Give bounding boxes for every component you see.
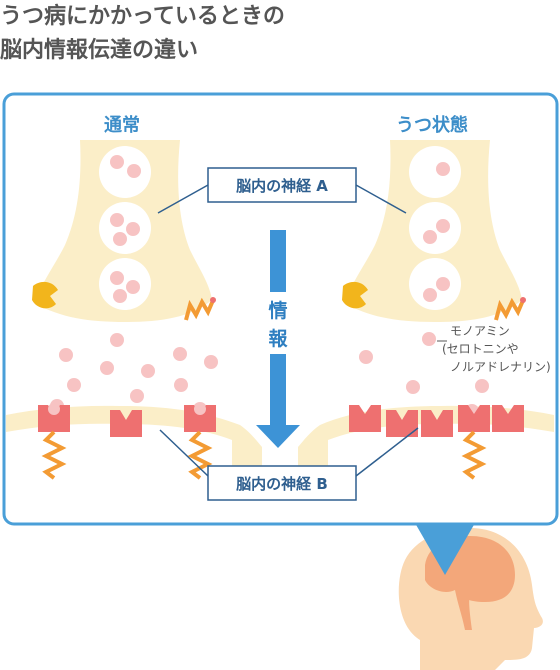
neuron-a-label: 脳内の神経 A [236,177,328,195]
vesicles-right [409,146,461,310]
monoamine-annotation: モノアミン (セロトニンや ノルアドレナリン) [437,324,551,374]
monoamine-line-2: (セロトニンや [442,342,519,356]
autoreceptor-left [32,281,58,309]
springs-left [41,430,213,480]
info-char-1: 情 [268,299,287,322]
receptors-left [38,403,216,437]
head-illustration [398,528,543,670]
transporter-left [184,297,216,321]
monoamine-line-3: ノルアドレナリン) [450,360,551,374]
info-char-2: 報 [268,327,288,350]
monoamines-right [359,332,489,418]
neuron-b-label: 脳内の神経 B [236,475,328,493]
label-normal: 通常 [104,114,140,136]
autoreceptor-right [342,281,368,309]
receptors-right [349,405,524,437]
label-box-neuron-a: 脳内の神経 A [157,167,407,214]
monoamines-left [50,333,218,416]
monoamine-line-1: モノアミン [450,324,510,338]
callout-pointer [415,523,475,575]
label-box-neuron-b: 脳内の神経 B [159,427,419,501]
title-line-1: うつ病にかかっているときの [0,4,285,29]
transporter-right [494,297,526,321]
info-arrow [256,230,300,448]
title-line-2: 脳内情報伝達の違い [0,38,199,63]
spring-right [461,430,487,480]
label-depressed: うつ状態 [396,114,468,136]
vesicles-left [99,146,151,310]
